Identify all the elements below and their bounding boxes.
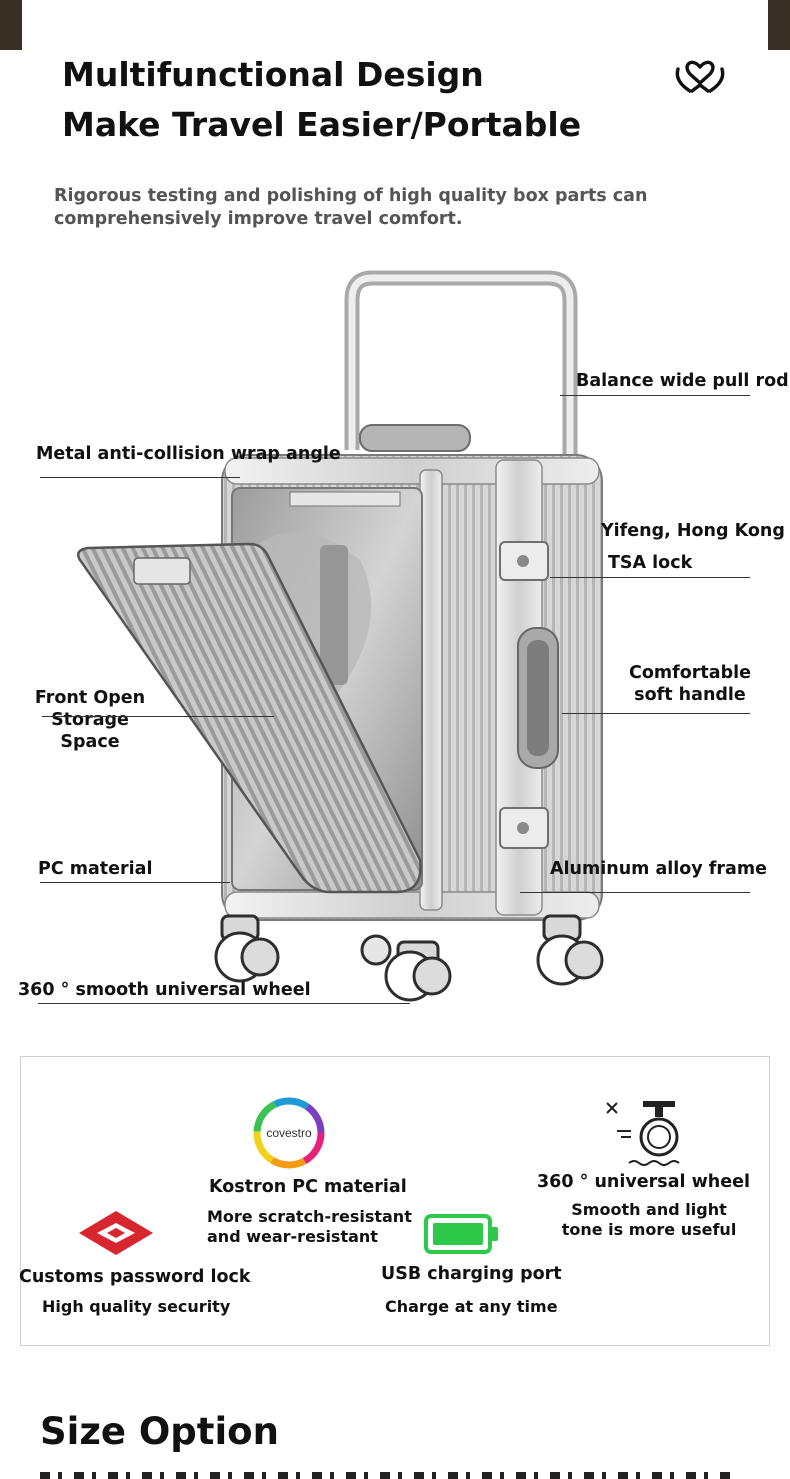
feature-wheel-title: 360 ° universal wheel: [537, 1172, 750, 1192]
feature-kostron-desc: More scratch-resistant and wear-resistan…: [207, 1207, 412, 1247]
callout-front-storage-line-1: Front Open: [34, 688, 146, 708]
suitcase-illustration: [77, 270, 604, 1002]
feature-wheel-desc-line-1: Smooth and light: [571, 1200, 727, 1219]
page-title-line-1: Multifunctional Design: [62, 55, 484, 94]
features-panel: covestro Kostron PC material More scratc…: [19, 1056, 770, 1346]
leader-line-aluminum-frame: [520, 892, 750, 893]
feature-kostron-desc-line-1: More scratch-resistant: [207, 1207, 412, 1226]
leader-line-tsa: [550, 577, 750, 578]
callout-handle-line-2: soft handle: [634, 685, 746, 705]
callout-tsa-line-2: TSA lock: [608, 553, 693, 573]
callout-tsa-line-1: Yifeng, Hong Kong: [601, 521, 785, 541]
callout-wrap-angle: Metal anti-collision wrap angle: [36, 444, 341, 464]
feature-usb-title: USB charging port: [381, 1264, 562, 1284]
leader-line-front-storage: [42, 716, 274, 717]
leader-line-universal-wheel: [38, 1003, 410, 1004]
page-subtitle: Rigorous testing and polishing of high q…: [54, 186, 648, 229]
feature-wheel-desc: Smooth and light tone is more useful: [541, 1200, 757, 1240]
leader-line-wrap-angle: [40, 477, 240, 478]
leader-line-handle: [562, 713, 750, 714]
heart-hands-icon: [675, 60, 725, 93]
callout-front-storage-line-2: Storage: [51, 710, 129, 730]
feature-usb-desc: Charge at any time: [385, 1297, 558, 1316]
corner-decoration-left: [0, 0, 22, 50]
cut-off-text-row: [40, 1472, 730, 1479]
feature-kostron-desc-line-2: and wear-resistant: [207, 1227, 378, 1246]
size-option-heading: Size Option: [40, 1410, 279, 1453]
corner-decoration-right: [768, 0, 790, 50]
callout-handle: Comfortable soft handle: [620, 662, 760, 706]
callout-front-storage: Front Open Storage Space: [30, 687, 150, 753]
callout-pull-rod: Balance wide pull rod: [576, 371, 789, 391]
callout-aluminum-frame: Aluminum alloy frame: [550, 859, 767, 879]
feature-customs-title: Customs password lock: [19, 1267, 251, 1287]
callout-universal-wheel: 360 ° smooth universal wheel: [18, 980, 311, 1000]
tsa-lock-logo-icon: [79, 1211, 153, 1255]
page-title: Multifunctional Design Make Travel Easie…: [62, 50, 581, 150]
feature-wheel-desc-line-2: tone is more useful: [561, 1220, 737, 1239]
covestro-logo-icon: covestro: [253, 1097, 325, 1169]
callout-handle-line-1: Comfortable: [629, 663, 751, 683]
battery-icon: [424, 1214, 498, 1254]
callout-front-storage-line-3: Space: [60, 732, 120, 752]
callout-pc-material: PC material: [38, 859, 153, 879]
leader-line-pull-rod: [560, 395, 750, 396]
page-title-line-2: Make Travel Easier/Portable: [62, 105, 582, 144]
feature-kostron-title: Kostron PC material: [209, 1177, 407, 1197]
wheel-icon: [606, 1101, 680, 1166]
feature-customs-desc: High quality security: [42, 1297, 231, 1316]
covestro-logo-text: covestro: [266, 1126, 312, 1140]
leader-line-pc-material: [40, 882, 230, 883]
